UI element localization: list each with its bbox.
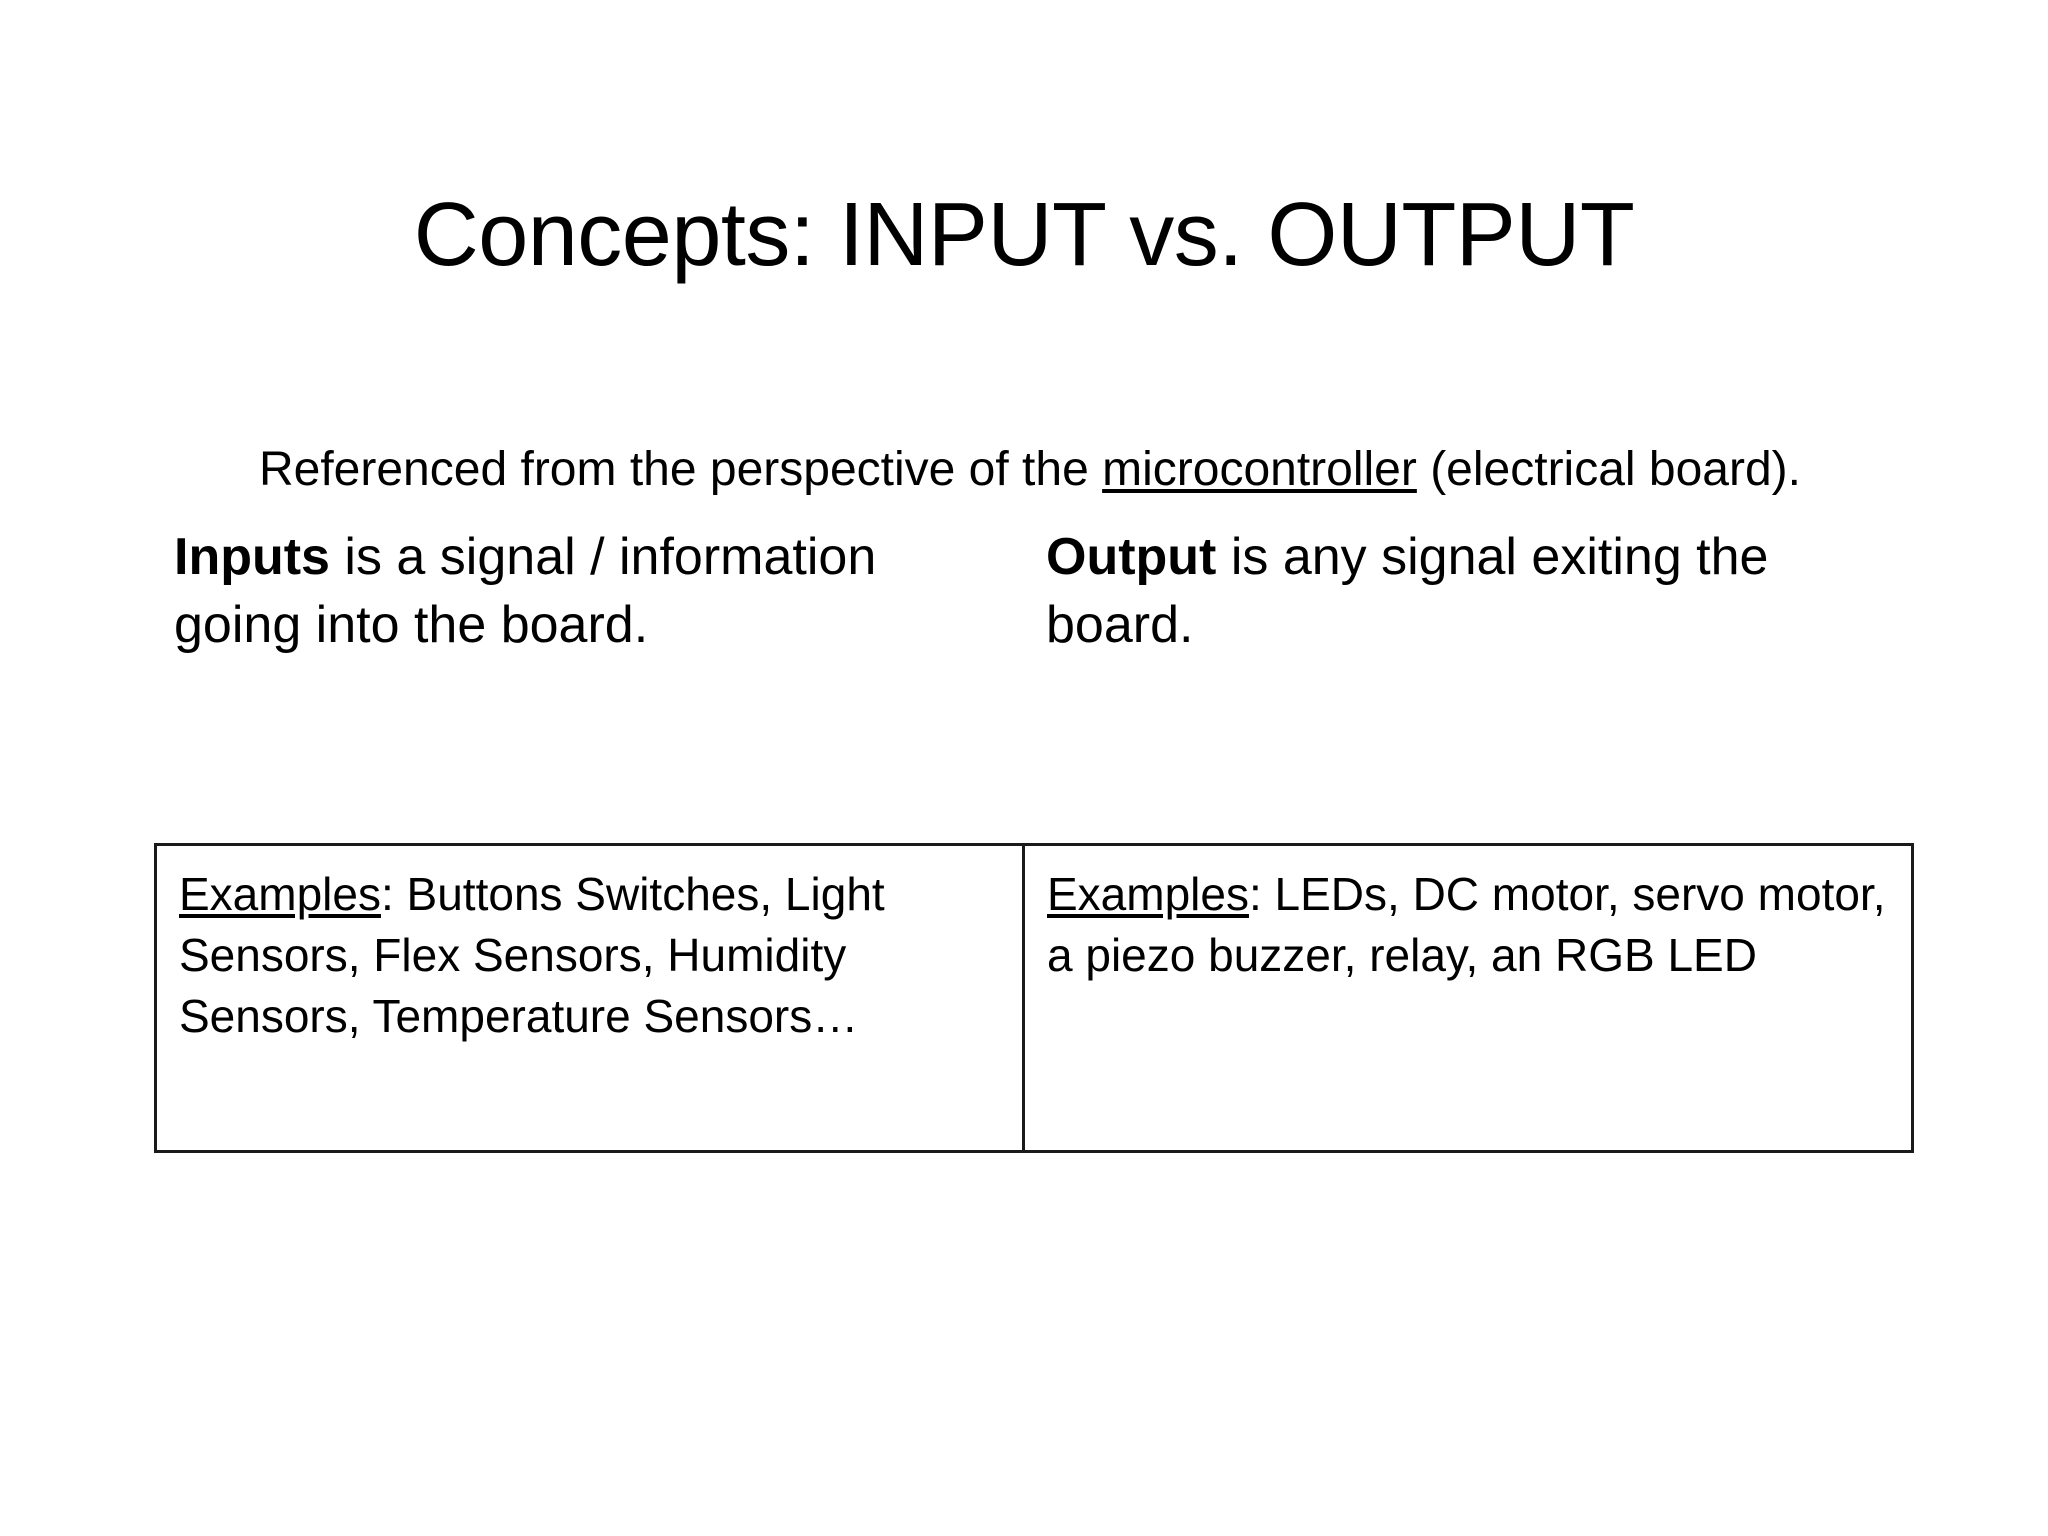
definition-output: Output is any signal exiting the board. bbox=[1046, 524, 1856, 659]
examples-cell-outputs: Examples: LEDs, DC motor, servo motor, a… bbox=[1025, 846, 1911, 1150]
definition-input-term: Inputs bbox=[174, 528, 330, 586]
examples-list-outputs: LEDs, DC motor, servo motor, a piezo buz… bbox=[1047, 868, 1886, 982]
examples-separator-outputs: : bbox=[1248, 868, 1275, 920]
examples-label-inputs: Examples bbox=[179, 868, 381, 920]
examples-table: Examples: Buttons Switches, Light Sensor… bbox=[154, 843, 1914, 1153]
examples-list-inputs: Buttons Switches, Light Sensors, Flex Se… bbox=[179, 868, 885, 1043]
subtitle-underlined-term: microcontroller bbox=[1102, 443, 1417, 496]
definition-output-text: is any signal exiting the board. bbox=[1046, 528, 1769, 654]
definition-output-term: Output bbox=[1046, 528, 1217, 586]
subtitle-text-after: (electrical board). bbox=[1416, 443, 1801, 496]
subtitle-text-before: Referenced from the perspective of the bbox=[258, 443, 1103, 496]
examples-label-outputs: Examples bbox=[1047, 868, 1249, 920]
page-title: Concepts: INPUT vs. OUTPUT bbox=[413, 185, 1635, 286]
slide-subtitle: Referenced from the perspective of the m… bbox=[150, 439, 1910, 500]
examples-separator-inputs: : bbox=[380, 868, 407, 920]
definition-input: Inputs is a signal / information going i… bbox=[174, 524, 964, 659]
examples-cell-inputs: Examples: Buttons Switches, Light Sensor… bbox=[157, 846, 1025, 1150]
definitions-row: Inputs is a signal / information going i… bbox=[0, 524, 2048, 754]
definition-input-text: is a signal / information going into the… bbox=[174, 528, 877, 654]
